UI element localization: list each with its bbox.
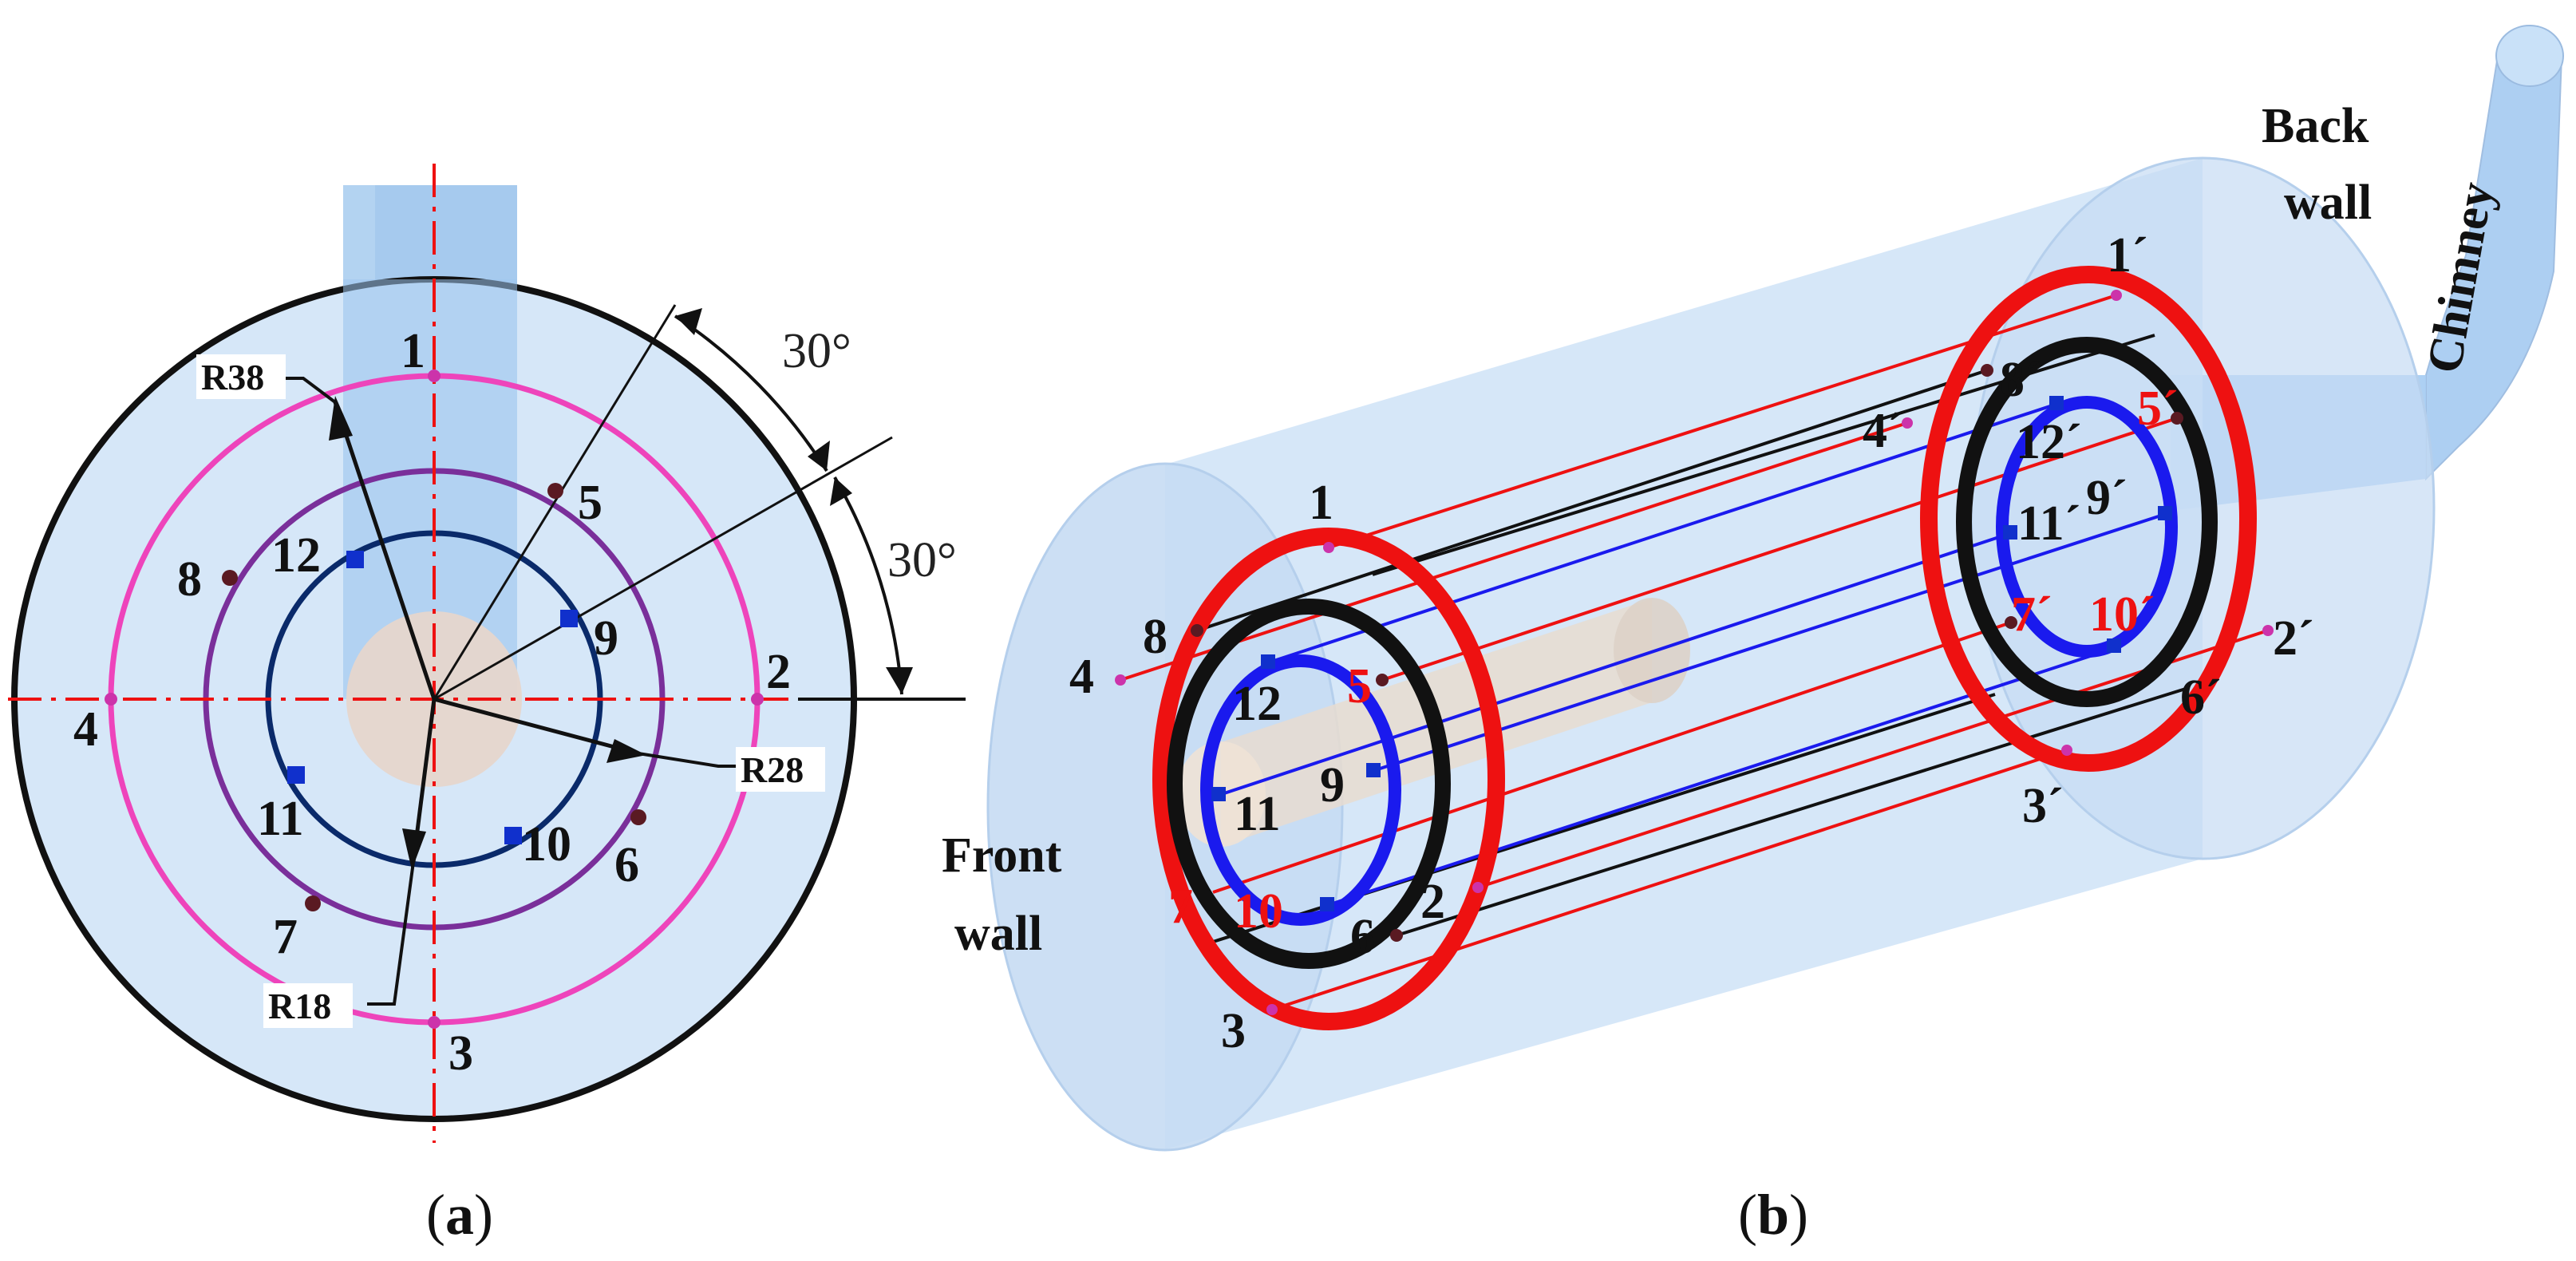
front-label-10: 10 — [1234, 884, 1283, 939]
panel-a: R38 R28 R18 30° 30° 1 2 3 — [8, 164, 966, 1247]
back-label-2: 2´ — [2273, 611, 2314, 666]
point-label-10: 10 — [522, 817, 571, 872]
back-ring-blue — [1996, 396, 2178, 658]
front-wall-label-line1: Front — [942, 828, 1062, 883]
front-label-12: 12 — [1232, 677, 1282, 731]
panel-b: 1 2 3 4 5 6 7 8 9 10 11 12 1´ 2´ 3´ 4´ 5… — [942, 25, 2564, 1247]
back-label-10: 10´ — [2089, 587, 2155, 642]
back-label-7: 7´ — [2011, 587, 2053, 642]
back-label-11: 11´ — [2017, 496, 2080, 551]
caption-b: (b) — [1738, 1183, 1808, 1247]
angle-line-30 — [433, 436, 893, 701]
back-label-4: 4´ — [1863, 404, 1904, 458]
point-label-1: 1 — [401, 324, 425, 378]
back-label-1: 1´ — [2107, 228, 2148, 283]
label-r28: R28 — [741, 749, 804, 790]
point-2 — [751, 693, 764, 706]
back-label-8: 8´ — [2000, 353, 2041, 407]
point-label-5: 5 — [578, 476, 603, 530]
probe-lines — [1120, 294, 2269, 1011]
point-8 — [222, 570, 238, 586]
angle-label-upper: 30° — [782, 324, 851, 378]
point-4 — [105, 693, 117, 706]
points-r18 — [287, 551, 578, 844]
point-7 — [305, 895, 321, 911]
front-label-4: 4 — [1069, 650, 1094, 704]
back-ring-red — [1920, 266, 2257, 772]
front-label-7: 7 — [1168, 880, 1193, 934]
back-label-12: 12´ — [2016, 415, 2082, 469]
back-wall-label-line1: Back — [2262, 99, 2369, 153]
back-ring-black — [1956, 337, 2218, 707]
front-ring-black — [1167, 599, 1451, 969]
point-label-3: 3 — [448, 1026, 473, 1081]
point-10 — [504, 827, 522, 844]
front-label-1: 1 — [1309, 476, 1333, 530]
back-wall-label-line2: wall — [2284, 176, 2372, 230]
front-ring-blue — [1200, 654, 1401, 926]
point-5 — [547, 483, 563, 499]
point-9 — [560, 610, 578, 627]
angle-label-lower: 30° — [887, 533, 957, 587]
point-label-7: 7 — [273, 910, 298, 964]
point-11 — [287, 766, 305, 784]
point-label-4: 4 — [73, 702, 98, 757]
back-label-6: 6´ — [2180, 670, 2222, 725]
angle-arc-upper — [674, 314, 828, 472]
front-label-6: 6 — [1350, 910, 1375, 964]
point-label-9: 9 — [594, 611, 618, 666]
back-label-5: 5´ — [2137, 381, 2179, 436]
front-label-3: 3 — [1221, 1004, 1246, 1058]
front-label-8: 8 — [1143, 610, 1167, 664]
front-label-2: 2 — [1420, 875, 1445, 929]
leader-r28 — [433, 697, 639, 756]
label-r38: R38 — [201, 357, 264, 397]
point-3 — [428, 1016, 441, 1029]
point-label-11: 11 — [257, 792, 304, 846]
back-label-3: 3´ — [2022, 779, 2064, 833]
point-6 — [630, 809, 646, 825]
point-label-2: 2 — [766, 645, 791, 699]
chimney-pipe — [2425, 55, 2563, 481]
point-12 — [346, 551, 364, 568]
front-label-11: 11 — [1234, 787, 1281, 841]
caption-a: (a) — [426, 1183, 493, 1247]
point-label-6: 6 — [614, 838, 639, 892]
point-label-12: 12 — [271, 528, 321, 583]
point-1 — [428, 370, 441, 382]
angle-line-60 — [433, 304, 677, 700]
front-wall-label-line2: wall — [954, 907, 1042, 961]
back-label-9: 9´ — [2086, 471, 2128, 525]
probe-markers — [1115, 290, 2274, 1015]
point-label-8: 8 — [177, 552, 202, 607]
points-r38 — [105, 370, 764, 1029]
label-r18: R18 — [268, 986, 331, 1026]
front-label-9: 9 — [1320, 758, 1345, 812]
front-ring-red — [1152, 528, 1505, 1030]
front-label-5: 5 — [1347, 659, 1372, 714]
leader-r38 — [333, 401, 437, 700]
points-r28 — [222, 483, 646, 911]
